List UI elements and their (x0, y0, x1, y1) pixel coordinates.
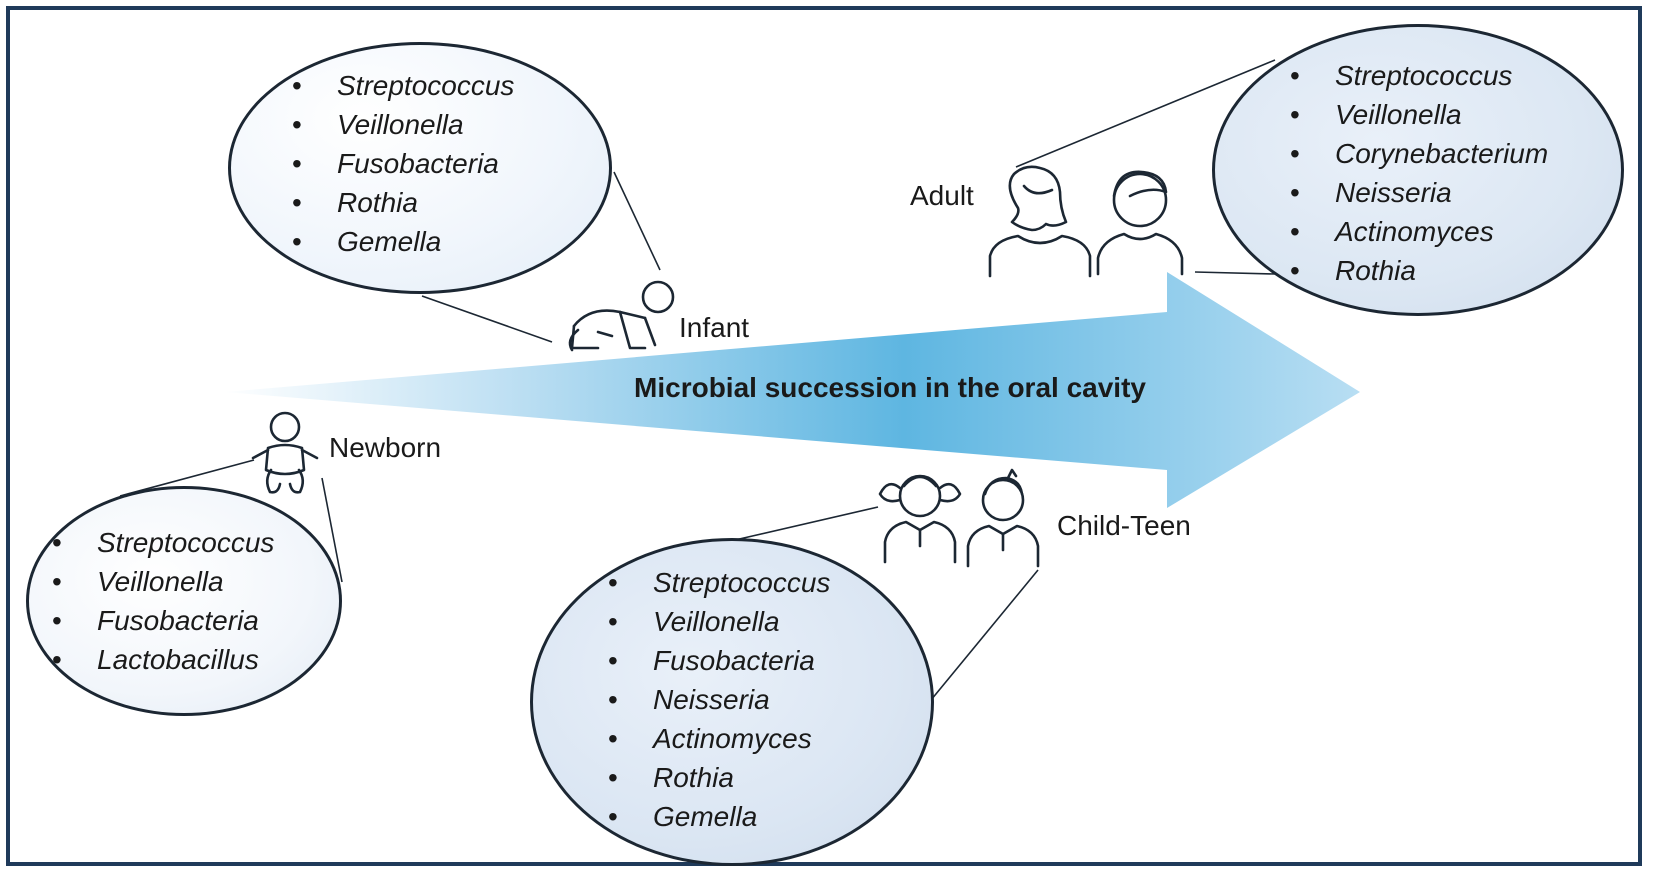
adult-genera-list: StreptococcusVeillonellaCorynebacteriumN… (1290, 56, 1548, 290)
crawling-infant-icon (568, 280, 675, 352)
figure-frame (6, 6, 1642, 866)
newborn-label: Newborn (329, 432, 442, 463)
genus-item: Lactobacillus (52, 640, 274, 679)
arrow-title: Microbial succession in the oral cavity (634, 372, 1146, 403)
newborn-genera-list: StreptococcusVeillonellaFusobacteriaLact… (52, 523, 274, 679)
genus-item: Corynebacterium (1290, 134, 1548, 173)
genus-item: Gemella (608, 797, 830, 836)
genus-item: Fusobacteria (608, 641, 830, 680)
child-teen-label: Child-Teen (1057, 510, 1191, 541)
baby-icon (251, 411, 319, 494)
connector-child-2 (930, 569, 1039, 701)
connector-infant-1 (421, 295, 553, 343)
connector-child-1 (734, 506, 879, 541)
infant-genera-list: StreptococcusVeillonellaFusobacteriaRoth… (292, 66, 514, 261)
genus-item: Streptococcus (292, 66, 514, 105)
connector-adult-2 (1194, 271, 1276, 275)
succession-arrow (225, 272, 1360, 508)
genus-item: Actinomyces (1290, 212, 1548, 251)
genus-item: Neisseria (1290, 173, 1548, 212)
genus-item: Rothia (1290, 251, 1548, 290)
genus-item: Fusobacteria (292, 144, 514, 183)
connector-infant-2 (613, 171, 661, 271)
genus-item: Actinomyces (608, 719, 830, 758)
genus-item: Streptococcus (608, 563, 830, 602)
girl-icon (878, 474, 962, 564)
genus-item: Veillonella (292, 105, 514, 144)
connector-adult-1 (1015, 59, 1276, 168)
boy-icon (966, 468, 1040, 568)
child-teen-genera-list: StreptococcusVeillonellaFusobacteriaNeis… (608, 563, 830, 836)
genus-item: Fusobacteria (52, 601, 274, 640)
connector-newborn-2 (321, 477, 343, 583)
genus-item: Streptococcus (1290, 56, 1548, 95)
adult-label: Adult (910, 180, 974, 211)
genus-item: Veillonella (608, 602, 830, 641)
genus-item: Gemella (292, 222, 514, 261)
man-icon (1096, 170, 1184, 276)
genus-item: Streptococcus (52, 523, 274, 562)
genus-item: Veillonella (1290, 95, 1548, 134)
genus-item: Rothia (608, 758, 830, 797)
genus-item: Neisseria (608, 680, 830, 719)
genus-item: Veillonella (52, 562, 274, 601)
woman-icon (988, 165, 1092, 278)
infant-label: Infant (679, 312, 750, 343)
genus-item: Rothia (292, 183, 514, 222)
